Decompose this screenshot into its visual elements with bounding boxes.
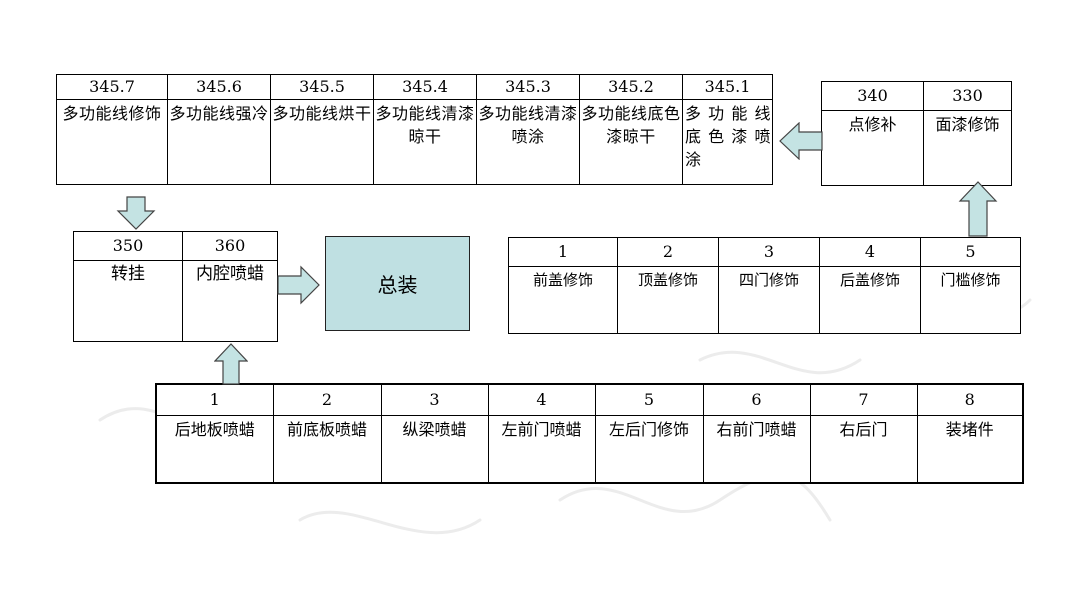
step-label: 面漆修饰 (923, 110, 1012, 186)
step-label: 后地板喷蜡 (155, 415, 274, 484)
step-number: 4 (819, 237, 921, 267)
step-label: 门槛修饰 (920, 266, 1021, 334)
step-number: 2 (272, 383, 382, 416)
step-label: 多功能线清漆晾干 (373, 99, 477, 185)
step-label: 四门修饰 (718, 266, 820, 334)
step-number: 1 (508, 237, 618, 267)
step-label: 内腔喷蜡 (182, 260, 278, 342)
step-label: 多功能线底色漆晾干 (579, 99, 683, 185)
step-label: 顶盖修饰 (617, 266, 719, 334)
process-block-1-to-8: 1 2 3 4 5 6 7 8 后地板喷蜡 前底板喷蜡 纵梁喷蜡 左前门喷蜡 左… (155, 383, 1024, 484)
step-number: 3 (718, 237, 820, 267)
step-number: 7 (809, 383, 918, 416)
step-label: 多功能线清漆喷涂 (476, 99, 580, 185)
step-label: 点修补 (821, 110, 924, 186)
process-block-1-to-5: 1 2 3 4 5 前盖修饰 顶盖修饰 四门修饰 后盖修饰 门槛修饰 (508, 237, 1021, 334)
step-number: 340 (821, 81, 924, 111)
step-number: 1 (155, 383, 274, 416)
step-label: 多功能线修饰 (56, 99, 168, 185)
process-block-340: 340 330 点修补 面漆修饰 (821, 81, 1012, 186)
step-label: 左前门喷蜡 (487, 415, 596, 484)
step-number: 345.2 (579, 74, 683, 100)
step-label: 前盖修饰 (508, 266, 618, 334)
arrow-right-icon (277, 265, 320, 305)
process-block-345: 345.7 345.6 345.5 345.4 345.3 345.2 345.… (56, 74, 773, 185)
final-assembly-box: 总装 (325, 236, 470, 331)
step-number: 4 (487, 383, 596, 416)
step-label: 后盖修饰 (819, 266, 921, 334)
step-number: 3 (380, 383, 489, 416)
step-number: 345.6 (167, 74, 271, 100)
step-number: 5 (920, 237, 1021, 267)
step-number: 6 (702, 383, 811, 416)
process-block-350: 350 360 转挂 内腔喷蜡 (73, 231, 278, 342)
step-label: 左后门修饰 (594, 415, 704, 484)
step-number: 345.1 (682, 74, 773, 100)
step-label: 装堵件 (916, 415, 1024, 484)
step-number: 345.5 (270, 74, 374, 100)
step-label: 多 功 能 线 底 色 漆 喷 涂 (682, 99, 773, 185)
step-number: 345.4 (373, 74, 477, 100)
step-label: 前底板喷蜡 (272, 415, 382, 484)
step-number: 345.7 (56, 74, 168, 100)
step-number: 330 (923, 81, 1012, 111)
step-label: 右后门 (809, 415, 918, 484)
step-number: 345.3 (476, 74, 580, 100)
step-number: 350 (73, 231, 183, 261)
step-label: 转挂 (73, 260, 183, 342)
final-assembly-label: 总装 (377, 273, 418, 297)
step-label: 多功能线强冷 (167, 99, 271, 185)
arrow-left-icon (779, 122, 823, 160)
arrow-up-icon (958, 181, 998, 237)
step-number: 5 (594, 383, 704, 416)
step-label: 右前门喷蜡 (702, 415, 811, 484)
arrow-up-icon (214, 343, 248, 385)
step-label: 多功能线烘干 (270, 99, 374, 185)
step-number: 2 (617, 237, 719, 267)
step-number: 8 (916, 383, 1024, 416)
step-label: 纵梁喷蜡 (380, 415, 489, 484)
step-number: 360 (182, 231, 278, 261)
arrow-down-icon (116, 196, 156, 230)
